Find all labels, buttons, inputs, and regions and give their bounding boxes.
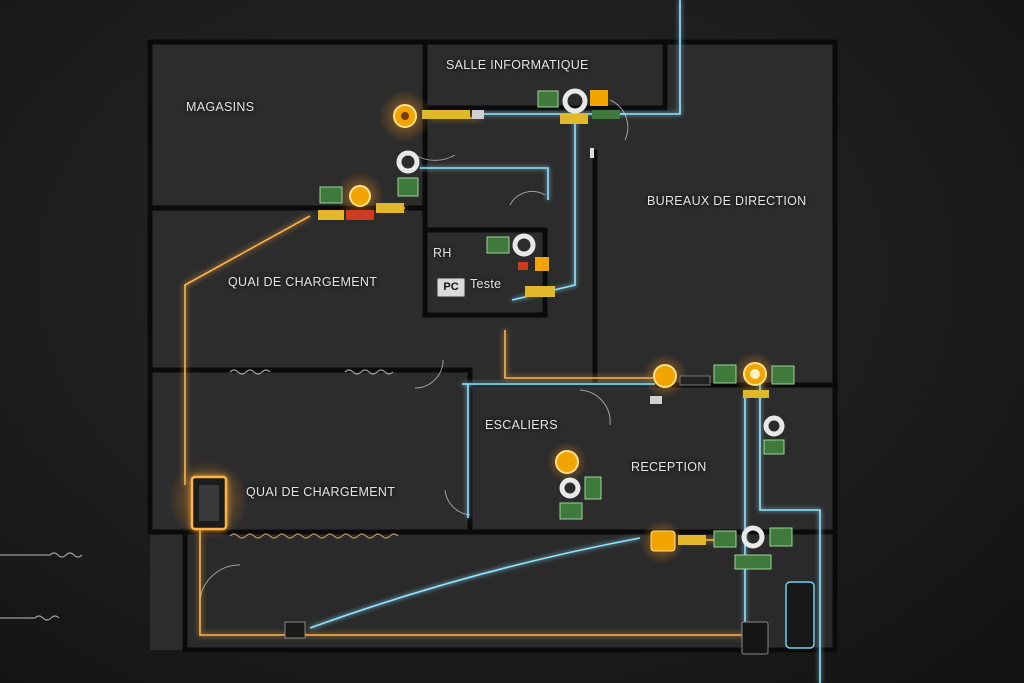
switch-icon: [713, 364, 737, 384]
room-salle-informatique: SALLE INFORMATIQUE: [446, 58, 589, 72]
switch-icon: [771, 365, 795, 385]
switch-icon: [486, 236, 510, 254]
wiggles: [0, 369, 399, 621]
switch-icon: [769, 527, 793, 547]
camera-icon: [734, 554, 772, 570]
room-reception: RECEPTION: [631, 460, 707, 474]
room-magasins: MAGASINS: [186, 100, 255, 114]
switch-icon: [584, 476, 602, 500]
router-node-icon: [349, 185, 371, 207]
switch-icon: [537, 90, 559, 108]
server-rack-icon: [785, 581, 815, 649]
cluster-bottom: [650, 525, 793, 570]
access-point-icon: [512, 233, 536, 257]
firewall-icon: [590, 90, 608, 106]
access-point-icon: [741, 525, 765, 549]
cluster-rh: [486, 233, 555, 297]
room-rh: RH: [433, 246, 452, 260]
switch-icon: [713, 530, 737, 548]
firewall-icon: [650, 530, 676, 552]
router-node-icon: [653, 364, 677, 388]
cluster-bureaux: [650, 362, 795, 455]
switch-icon: [319, 186, 343, 204]
devices-large: [190, 475, 815, 655]
teste-label: Teste: [470, 277, 502, 291]
room-quai-chargement-upper: QUAI DE CHARGEMENT: [228, 275, 378, 289]
cables-blue: [309, 0, 821, 683]
door-swings: [199, 99, 629, 601]
lower-extension: [185, 530, 835, 650]
firewall-icon: [346, 210, 374, 220]
cluster-magasins: [318, 150, 420, 220]
server-rack-icon: [560, 114, 588, 124]
firewall-icon: [535, 257, 549, 271]
switch-icon: [422, 110, 470, 119]
access-point-icon: [396, 150, 420, 174]
router-node-icon: [555, 450, 579, 474]
access-point-icon: [763, 415, 785, 437]
room-escaliers: ESCALIERS: [485, 418, 558, 432]
cluster-salle-informatique: [393, 88, 620, 158]
cluster-reception: [555, 450, 602, 520]
pc-terminal-icon: PC: [437, 278, 465, 297]
room-bureaux-direction: BUREAUX DE DIRECTION: [647, 194, 807, 208]
access-point-icon: [559, 477, 581, 499]
room-quai-chargement-lower: QUAI DE CHARGEMENT: [246, 485, 396, 499]
switch-icon: [397, 177, 419, 197]
access-point-icon: [562, 88, 588, 114]
